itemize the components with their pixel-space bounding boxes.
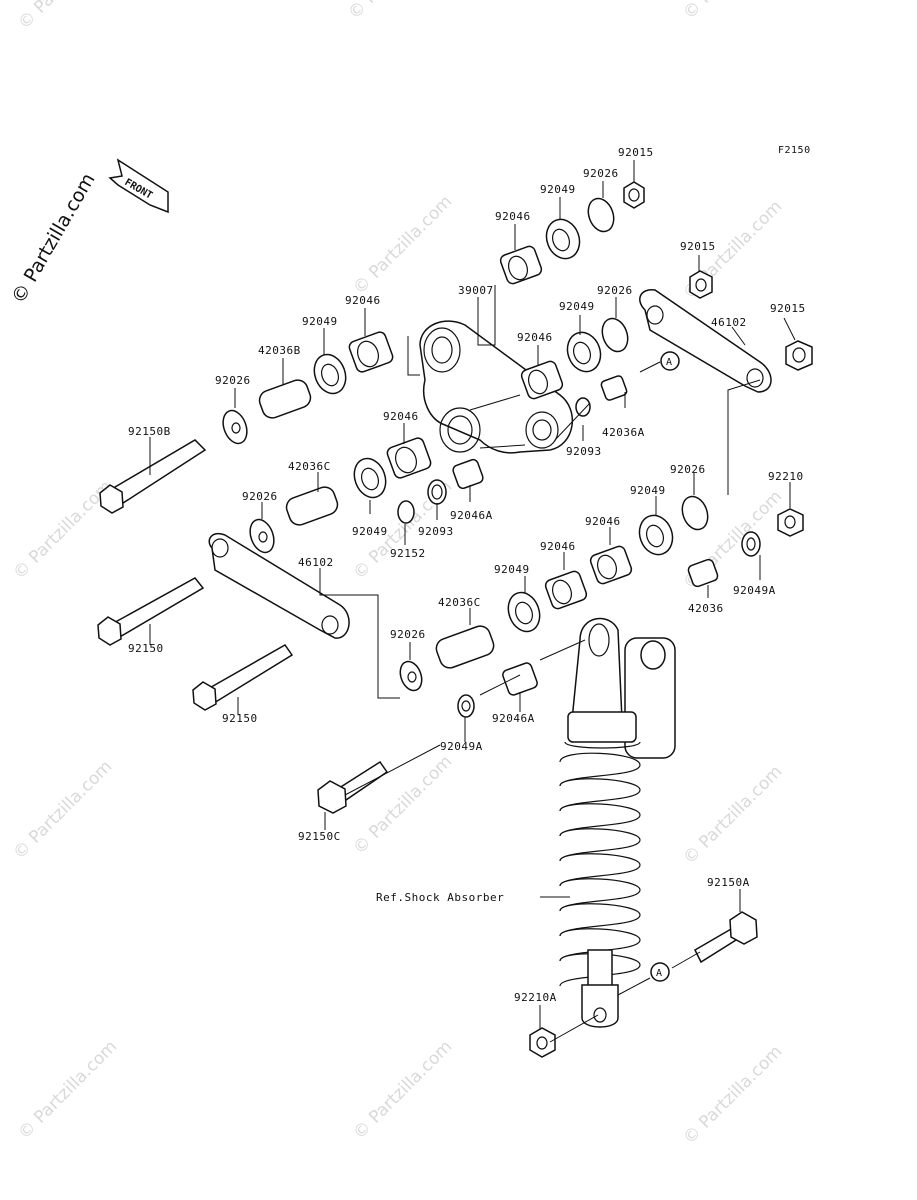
part-label: 42036C: [288, 460, 331, 473]
figure-code: F2150: [778, 145, 811, 156]
part-label: 92049: [559, 300, 595, 313]
part-label: 92049: [630, 484, 666, 497]
part-label: 92026: [670, 463, 706, 476]
front-marker: © Partzilla.com FRONT: [7, 158, 169, 308]
watermark: © Partzilla.com: [679, 0, 786, 24]
part-labels: 92015 92026 92049 92046 39007 92015 9202…: [128, 146, 806, 1004]
part-label: 46102: [711, 316, 747, 329]
watermark: © Partzilla.com: [344, 0, 451, 24]
part-label: 92015: [618, 146, 654, 159]
part-label: 92046: [345, 294, 381, 307]
watermark: © Partzilla.com: [14, 1037, 121, 1144]
part-label: 92150B: [128, 425, 171, 438]
part-label: 92049: [540, 183, 576, 196]
part-label: 92015: [770, 302, 806, 315]
shock-reference-label: Ref.Shock Absorber: [376, 891, 504, 904]
part-label: 92049: [302, 315, 338, 328]
callout-a-letter: A: [666, 357, 673, 368]
watermark: © Partzilla.com: [349, 192, 456, 299]
part-label: 92046: [517, 331, 553, 344]
part-label: 92026: [390, 628, 426, 641]
part-label: 92150: [222, 712, 258, 725]
part-label: 92026: [215, 374, 251, 387]
part-label: 42036C: [438, 596, 481, 609]
watermark: © Partzilla.com: [349, 1037, 456, 1144]
part-label: 92049: [352, 525, 388, 538]
part-label: 46102: [298, 556, 334, 569]
part-label: 92093: [418, 525, 454, 538]
leader-lines: [149, 160, 796, 1043]
watermark: © Partzilla.com: [9, 757, 116, 864]
callout-a-lower: A: [650, 962, 670, 982]
callout-a-upper: A: [660, 351, 680, 371]
part-label: 92150: [128, 642, 164, 655]
part-label: 92049A: [733, 584, 776, 597]
part-label: 92046A: [492, 712, 535, 725]
part-label: 92046A: [450, 509, 493, 522]
part-label: 92210: [768, 470, 804, 483]
part-label: 92046: [585, 515, 621, 528]
brand-watermark: © Partzilla.com: [7, 170, 99, 308]
part-label: 92046: [540, 540, 576, 553]
watermark: © Partzilla.com: [679, 1042, 786, 1149]
part-label: 92046: [383, 410, 419, 423]
callout-a-letter: A: [656, 968, 663, 979]
part-label: 42036B: [258, 344, 301, 357]
part-label: 42036: [688, 602, 724, 615]
watermark: © Partzilla.com: [679, 762, 786, 869]
part-label: 92150C: [298, 830, 341, 843]
part-label: 39007: [458, 284, 494, 297]
front-arrow-icon: [108, 158, 169, 214]
part-label: 92026: [597, 284, 633, 297]
part-label: 92049: [494, 563, 530, 576]
part-label: 92150A: [707, 876, 750, 889]
part-label: 92049A: [440, 740, 483, 753]
watermark: © Partzilla.com: [14, 0, 121, 34]
part-label: 92152: [390, 547, 426, 560]
part-label: 92093: [566, 445, 602, 458]
part-label: 92046: [495, 210, 531, 223]
parts-artwork: [97, 181, 813, 1058]
part-label: 92026: [583, 167, 619, 180]
watermark: © Partzilla.com: [349, 752, 456, 859]
part-label: 92210A: [514, 991, 557, 1004]
part-label: 42036A: [602, 426, 645, 439]
part-label: 92015: [680, 240, 716, 253]
part-label: 92026: [242, 490, 278, 503]
